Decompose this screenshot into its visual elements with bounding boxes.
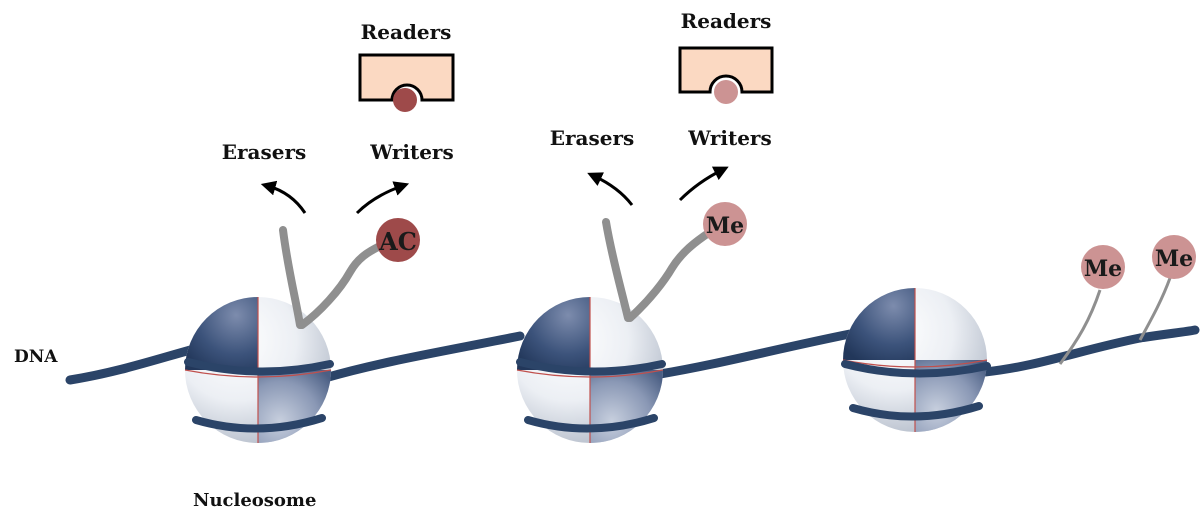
histone-tail bbox=[298, 242, 384, 329]
writers-label-1: Writers bbox=[369, 140, 453, 164]
methyl-tail bbox=[1138, 277, 1172, 341]
erasers-label-2: Erasers bbox=[550, 126, 635, 150]
methyl-mark-3: Me bbox=[1152, 235, 1196, 279]
nucleosome-1 bbox=[184, 297, 334, 443]
readers-label-1: Readers bbox=[361, 20, 452, 44]
reader-1 bbox=[358, 53, 455, 112]
readers-label-2: Readers bbox=[681, 9, 772, 33]
methyl-label: Me bbox=[706, 213, 744, 239]
methyl-mark-2: Me bbox=[1081, 245, 1125, 289]
eraser-arrow-2 bbox=[587, 172, 634, 206]
nucleosome-3 bbox=[841, 288, 991, 432]
histone-tail bbox=[602, 218, 632, 322]
methyl-label: Me bbox=[1084, 256, 1122, 282]
acetyl-label: AC bbox=[378, 227, 417, 256]
writer-arrow-2 bbox=[678, 166, 729, 202]
dna-strand bbox=[65, 325, 1200, 385]
acetyl-mark: AC bbox=[376, 218, 420, 262]
eraser-arrow-1 bbox=[260, 180, 307, 214]
histone-tail bbox=[626, 228, 714, 322]
methyl-label: Me bbox=[1155, 246, 1193, 272]
writers-label-2: Writers bbox=[687, 126, 771, 150]
histone-tail bbox=[279, 226, 304, 329]
nucleosome-2 bbox=[516, 297, 666, 443]
writer-arrow-1 bbox=[355, 181, 410, 215]
nucleosome-label: Nucleosome bbox=[193, 490, 316, 511]
methyl-mark-1: Me bbox=[703, 202, 747, 246]
dna-label: DNA bbox=[14, 347, 58, 367]
methyl-tail bbox=[1058, 289, 1102, 365]
erasers-label-1: Erasers bbox=[222, 140, 307, 164]
reader-2 bbox=[678, 46, 774, 104]
